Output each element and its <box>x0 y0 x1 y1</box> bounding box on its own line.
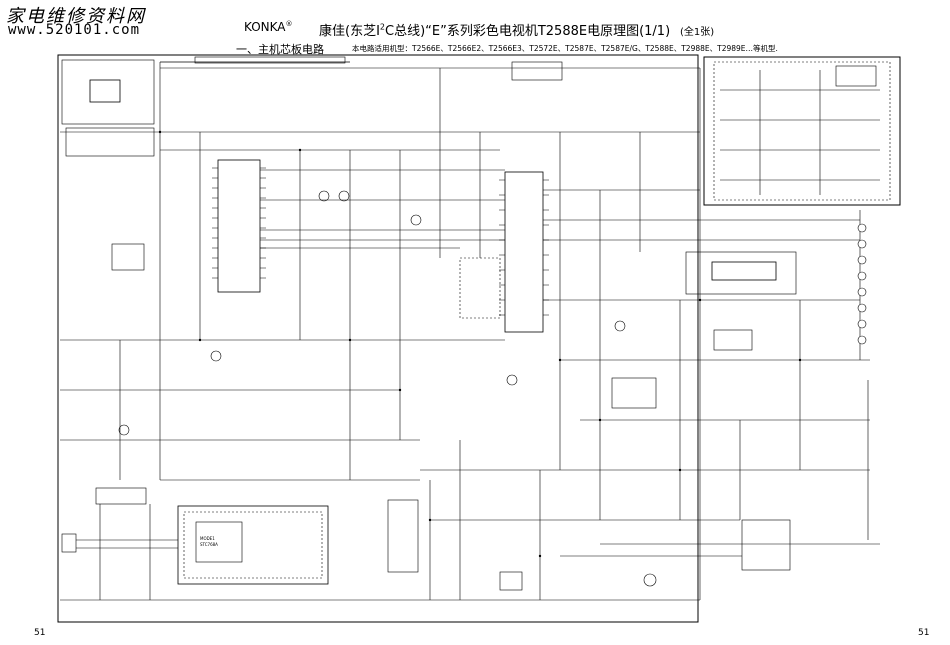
rca-jacks <box>857 223 867 345</box>
title-part-1: 康佳(东芝I <box>319 24 380 39</box>
main-board-border <box>57 54 699 623</box>
tuner-area <box>61 59 155 125</box>
signal-processor-ic <box>504 171 544 333</box>
power-module-ic <box>195 521 243 563</box>
sheet-note: (全1张) <box>680 27 715 38</box>
watermark-url: www.520101.com <box>8 22 141 38</box>
power-module-inner <box>183 511 323 579</box>
registered-mark: ® <box>285 20 293 28</box>
crt-board-inner <box>713 61 891 201</box>
page-number-left: 51 <box>34 628 46 638</box>
audio-processor-block <box>685 251 797 295</box>
keyboard-area <box>65 127 155 157</box>
page-number-right: 51 <box>918 628 930 638</box>
audio-ic <box>711 261 777 281</box>
tuner-module <box>89 79 121 103</box>
diagram-title: 康佳(东芝I2C总线)“E”系列彩色电视机T2588E电原理图(1/1) <box>319 20 670 39</box>
av-switch-block <box>511 61 563 81</box>
crt-socket <box>835 65 877 87</box>
line-output-transformer <box>741 519 791 571</box>
eeprom-ic <box>111 243 145 271</box>
signal-processor-group <box>459 257 501 319</box>
junction-dots <box>158 130 802 558</box>
applicable-models: 本电路适用机型：T2566E、T2566E2、T2566E3、T2572E、T2… <box>352 44 778 53</box>
switching-transformer <box>387 499 419 573</box>
ac-inlet <box>61 533 77 553</box>
av-output-ic <box>713 329 753 351</box>
crt-board-border <box>703 56 901 206</box>
regulator-block <box>499 571 523 591</box>
degauss-block <box>95 487 147 505</box>
power-module-frame <box>177 505 329 585</box>
watermark-chinese: 家电维修资料网 <box>6 6 146 27</box>
brand-name: KONKA® <box>244 20 293 34</box>
power-ic-label-a: MODE1 <box>200 536 215 541</box>
transistors <box>118 190 657 587</box>
power-ic-label-b: STC768A <box>200 542 218 547</box>
cpu-ic <box>217 159 261 293</box>
brand-text: KONKA <box>244 20 286 34</box>
field-output-ic <box>611 377 657 409</box>
section-title: 一、主机芯板电路 <box>236 43 324 56</box>
top-connector <box>194 56 346 64</box>
title-superscript: 2 <box>379 22 385 32</box>
title-part-2: C总线)“E”系列彩色电视机T2588E电原理图(1/1) <box>385 24 671 39</box>
